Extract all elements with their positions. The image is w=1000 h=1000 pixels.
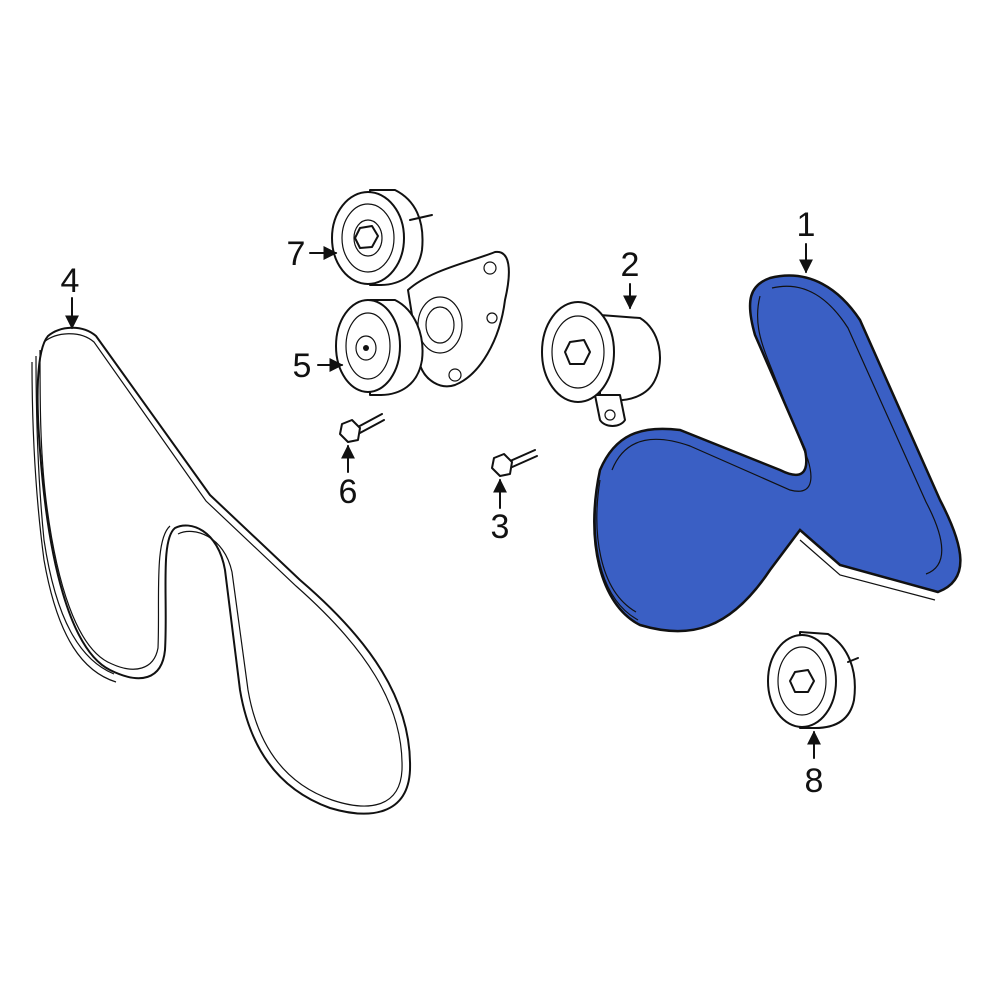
serpentine-belt-4[interactable] (31, 326, 412, 815)
callout-2: 2 (621, 246, 640, 284)
tensioner-2[interactable] (541, 301, 661, 427)
drive-belt-1[interactable] (593, 274, 962, 633)
callout-4: 4 (61, 262, 80, 300)
idler-pulley-7[interactable] (331, 189, 433, 286)
idler-pulley-8[interactable] (767, 631, 859, 729)
bolt-3[interactable] (491, 449, 538, 477)
callout-leaders (65, 243, 821, 759)
callout-8: 8 (805, 762, 824, 800)
callout-5: 5 (293, 347, 312, 385)
callout-3: 3 (491, 508, 510, 546)
drive-belt-fill (593, 274, 962, 633)
callout-7: 7 (287, 235, 306, 273)
tensioner-assembly-5[interactable] (335, 250, 510, 396)
bolt-6[interactable] (339, 413, 385, 443)
callout-6: 6 (339, 473, 358, 511)
callout-1: 1 (797, 206, 816, 244)
